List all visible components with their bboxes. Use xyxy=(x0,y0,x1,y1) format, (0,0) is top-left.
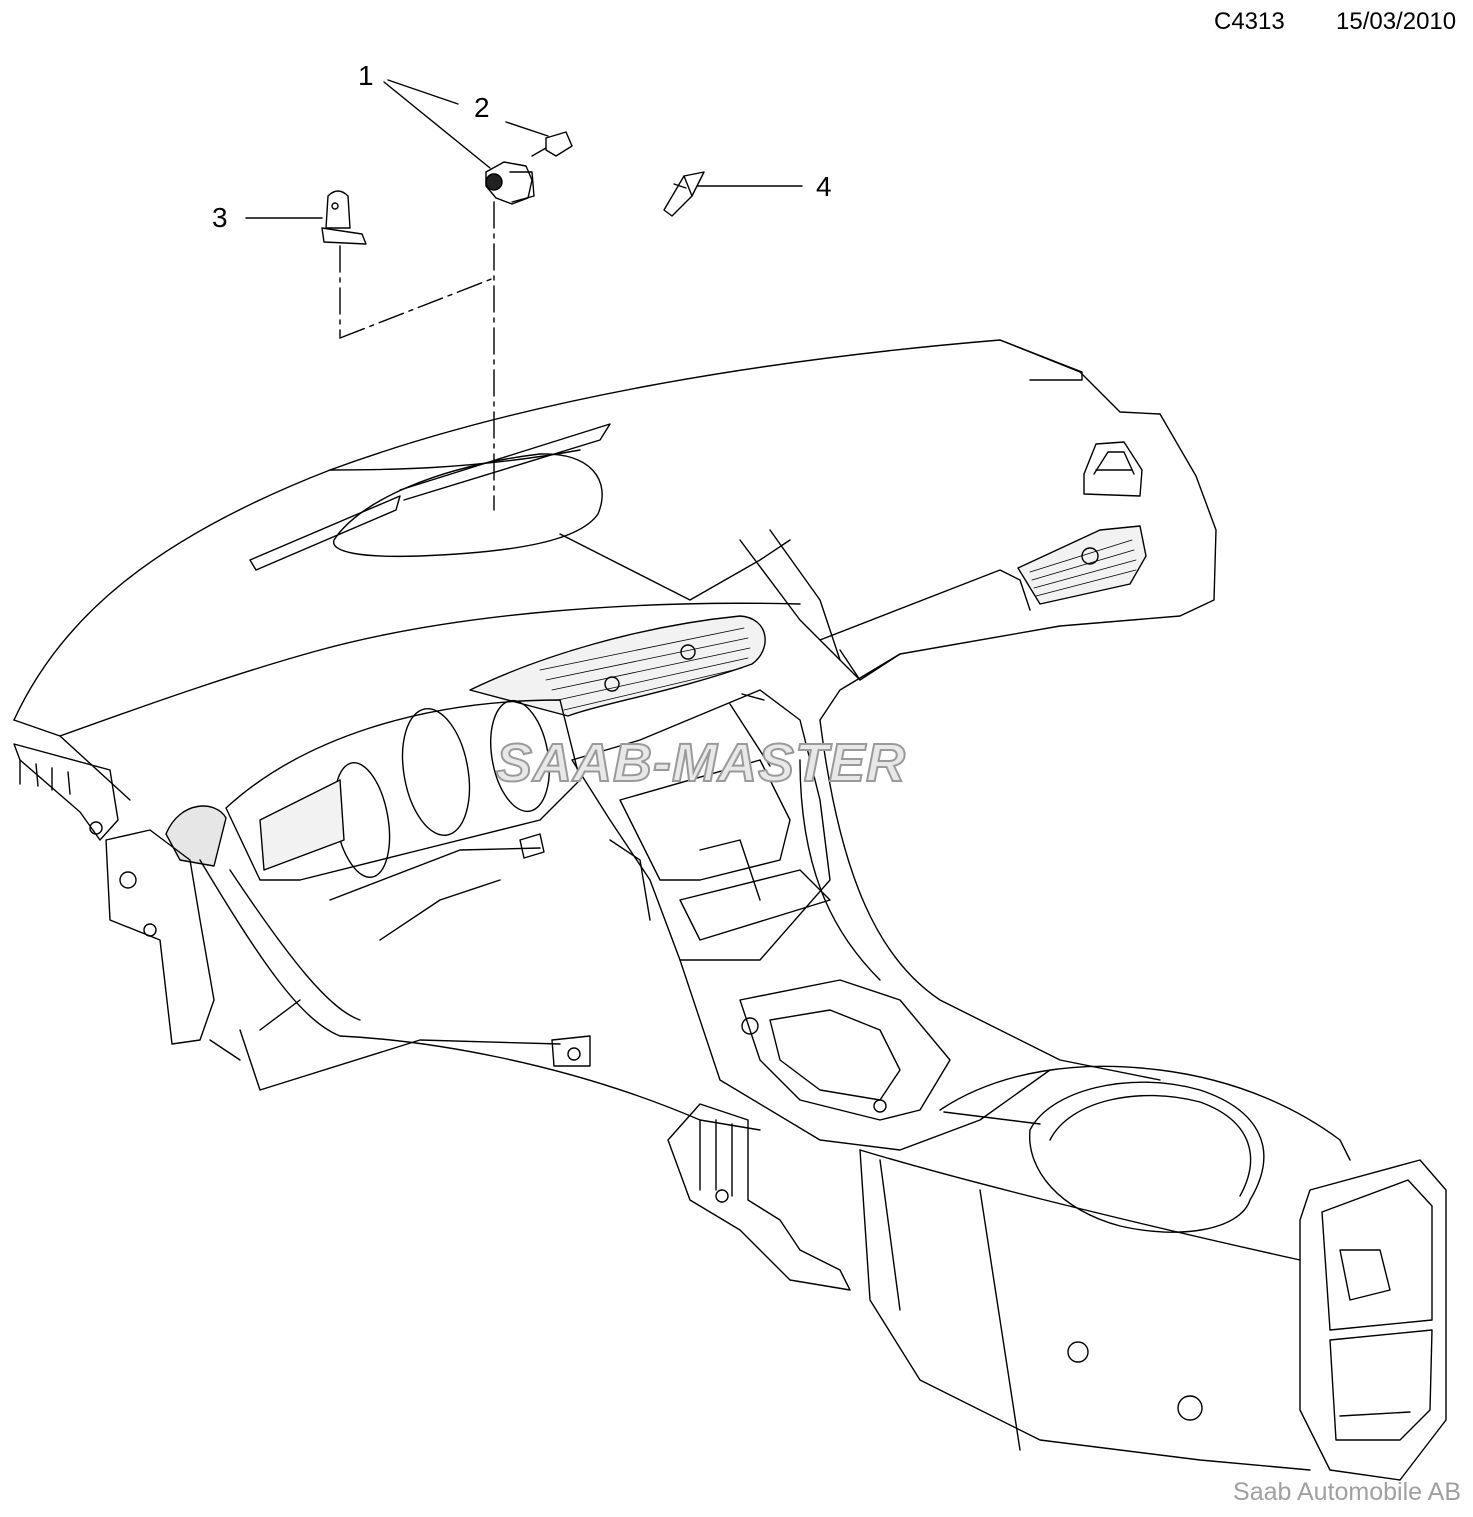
sensor-part-3 xyxy=(321,190,367,245)
panel-part-4 xyxy=(663,171,705,217)
connector-part-2 xyxy=(531,131,573,157)
copyright-text: Saab Automobile AB xyxy=(1233,1478,1461,1506)
callout-4: 4 xyxy=(816,171,832,202)
watermark-logo: SAAB-MASTER xyxy=(495,732,906,794)
instrument-panel xyxy=(13,339,1447,1481)
callout-3: 3 xyxy=(212,202,228,233)
diagram-date: 15/03/2010 xyxy=(1336,8,1457,35)
diagram-code: C4313 xyxy=(1214,8,1285,35)
sensor-part-1 xyxy=(485,161,535,205)
callout-1: 1 xyxy=(358,60,374,91)
installation-lines xyxy=(339,201,495,511)
leader-lines xyxy=(245,79,803,219)
callout-2: 2 xyxy=(474,92,490,123)
